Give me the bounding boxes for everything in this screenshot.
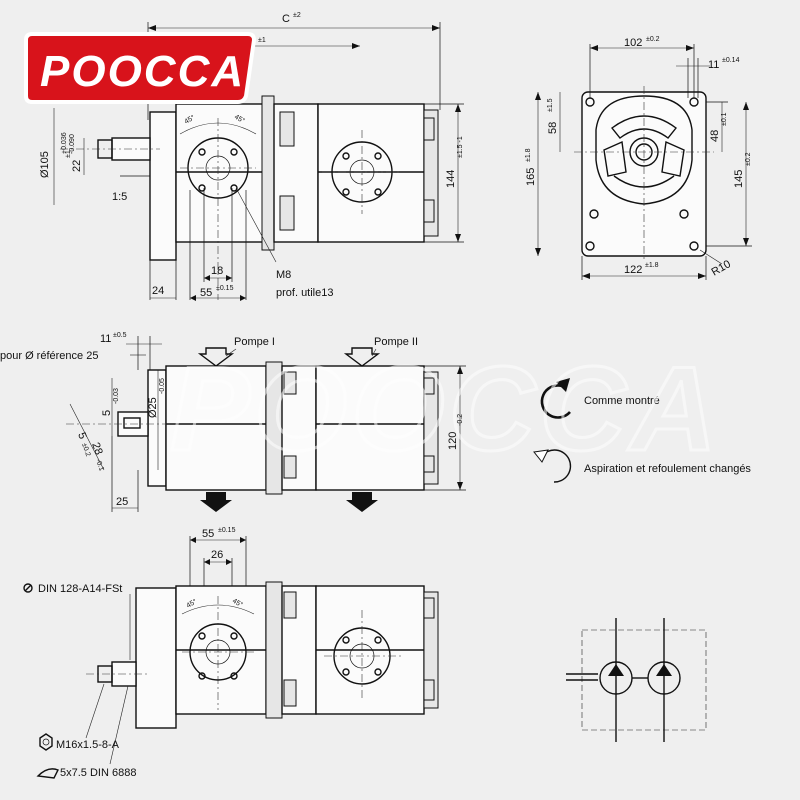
mid-dim-11: 11 [100, 333, 111, 345]
mid-dim-120-tol: -0.2 [457, 414, 464, 426]
hydraulic-symbol [566, 618, 707, 742]
thread-m8-label: M8 [276, 269, 291, 281]
dim-144-tolerance: ±1.5 -1 [457, 136, 464, 158]
dim-55-label: 55 [200, 287, 212, 299]
mid-dim-25: 25 [116, 496, 128, 508]
mid-diam-25: Ø25 [147, 397, 159, 418]
brand-logo: POOCCA [24, 32, 257, 104]
mid-dim-5b-tol: ±0.2 [80, 442, 91, 457]
dim-18-label: 18 [211, 265, 223, 277]
end-radius-r10: R10 [710, 258, 733, 278]
end-dim-102: 102 [624, 37, 642, 49]
end-dim-122-tol: ±1.8 [645, 262, 659, 269]
diam-105-tol-down: -0.090 [69, 134, 76, 154]
end-dim-165: 165 [525, 168, 537, 186]
key-icon [36, 768, 59, 779]
key-label: 5x7.5 DIN 6888 [60, 767, 136, 779]
rotation-shown-icon [540, 384, 571, 419]
bot-dim-26: 26 [211, 549, 223, 561]
end-dim-165-tol: ±1.8 [525, 148, 532, 162]
mid-dim-28-tol: -0.1 [94, 458, 105, 472]
bottom-side-view: 55 ±0.15 26 45° 45° [23, 527, 439, 779]
end-dim-58: 58 [547, 122, 559, 134]
dim-c-tolerance: ±2 [293, 12, 301, 19]
outlet-arrow-1 [200, 492, 232, 512]
end-view: 102 ±0.2 11 ±0.14 58 ±1.5 165 ±1.8 48 ±0… [525, 36, 752, 280]
rotation-legend: Comme montré Aspiration et refoulement c… [533, 378, 751, 483]
middle-side-view: 11 ±0.5 pour Ø référence 25 Pompe I Pomp… [0, 332, 466, 512]
end-dim-11-tol: ±0.14 [722, 57, 740, 64]
mid-dim-5b: 5 [75, 431, 88, 441]
end-dim-122: 122 [624, 264, 642, 276]
end-dim-58-tol: ±1.5 [547, 98, 554, 112]
thread-depth-label: prof. utile13 [276, 287, 333, 299]
mid-dim-28: 28 [89, 441, 104, 457]
mid-dim-5-tol: -0.03 [113, 388, 120, 404]
nut-label: M16x1.5-8-A [56, 739, 120, 751]
dim-1-tolerance: ±1 [258, 37, 266, 44]
bot-dim-55: 55 [202, 528, 214, 540]
end-dim-102-tol: ±0.2 [646, 36, 660, 43]
outlet-arrow-2 [346, 492, 378, 512]
end-dim-11: 11 [708, 59, 719, 71]
rotation-changed-icon [541, 449, 572, 483]
dim-144-label: 144 [445, 170, 457, 188]
end-dim-145: 145 [733, 170, 745, 188]
dim-22-label: 22 [71, 160, 83, 172]
mid-diam-25-tol: -0.05 [159, 378, 166, 394]
rotation-shown-label: Comme montré [584, 395, 660, 407]
shaft-spec-label: DIN 128-A14-FSt [38, 583, 122, 595]
taper-label: 1:5 [112, 191, 127, 203]
end-dim-48-tol: ±0.1 [721, 112, 728, 126]
dim-55-tolerance: ±0.15 [216, 285, 234, 292]
top-side-view: C ±2 ±1 [39, 12, 464, 301]
end-dim-48: 48 [709, 130, 721, 142]
mid-dim-5: 5 [101, 410, 113, 416]
diam-105-label: Ø105 [39, 151, 51, 178]
dim-c-label: C [282, 13, 290, 25]
mid-dim-120: 120 [447, 432, 459, 450]
diam-105-tol-up: +0.036 [61, 132, 68, 154]
dim-22-tolerance: ±1 [65, 150, 72, 158]
end-dim-145-tol: ±0.2 [745, 152, 752, 166]
mid-dim-11-tol: ±0.5 [113, 332, 127, 339]
bot-dim-55-tol: ±0.15 [218, 527, 236, 534]
rotation-changed-label: Aspiration et refoulement changés [584, 463, 751, 475]
dim-24-label: 24 [152, 285, 164, 297]
watermark: POOCCA [170, 342, 721, 476]
brand-logo-text: POOCCA [40, 47, 245, 96]
mid-ref-text: pour Ø référence 25 [0, 350, 98, 362]
pump-2-label: Pompe II [374, 336, 418, 348]
pump-1-label: Pompe I [234, 336, 275, 348]
nut-icon [39, 733, 53, 751]
shaft-spec-icon [23, 583, 33, 593]
